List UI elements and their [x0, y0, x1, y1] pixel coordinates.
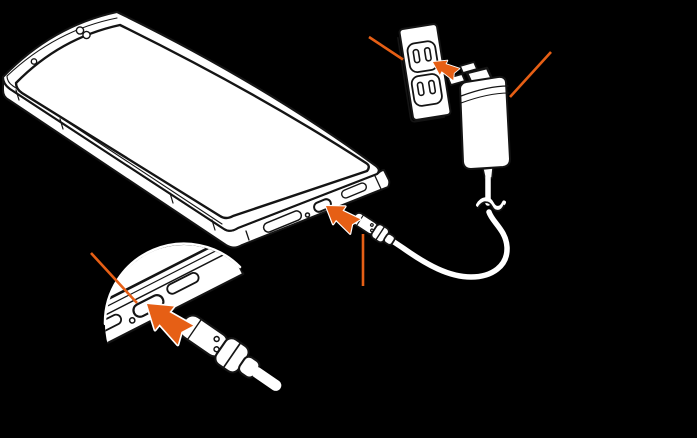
- ac-adapter: [447, 61, 511, 179]
- outlet-socket-bottom: [410, 73, 443, 107]
- adapter-seam: [460, 85, 509, 97]
- socket-slot: [423, 47, 432, 62]
- bottom-seam: [374, 175, 382, 190]
- inset-screen-edge: [105, 245, 227, 323]
- usb-cable: [391, 174, 510, 280]
- adapter-prong: [459, 61, 478, 74]
- plug-collar-seam: [222, 341, 242, 369]
- inset-bottom-slot: [166, 271, 200, 295]
- cable-stub: [251, 366, 282, 391]
- phone-bezel-line: [6, 17, 223, 225]
- phone-screen: [14, 23, 370, 220]
- plug-tip-seam: [187, 319, 202, 340]
- inset-corner-seam: [75, 329, 89, 353]
- side-seam: [59, 118, 64, 130]
- adapter-prong: [447, 73, 466, 86]
- socket-slot: [416, 81, 425, 97]
- front-camera-icon: [82, 30, 91, 40]
- socket-slot: [412, 48, 421, 64]
- adapter-cable-collar: [482, 167, 494, 179]
- callout-line-adapter: [509, 51, 552, 98]
- callout-lines: [90, 35, 552, 304]
- cable-segment: [391, 209, 510, 280]
- inset-band-line: [105, 250, 233, 334]
- side-seam: [15, 89, 20, 101]
- mic-hole-icon: [304, 212, 311, 218]
- speaker-slot: [262, 210, 303, 233]
- sensor-dot-icon: [30, 58, 38, 65]
- inset-band-line: [105, 245, 229, 328]
- adapter-body: [459, 75, 511, 170]
- front-camera-icon: [75, 26, 85, 35]
- socket-slot: [428, 79, 437, 95]
- inset-speaker-slot: [105, 313, 123, 339]
- phone-illustration: [1, 10, 391, 249]
- plug-dot: [370, 228, 374, 233]
- outlet-plate-side: [397, 37, 446, 123]
- plug-neck: [383, 232, 396, 246]
- callout-line-port: [90, 252, 138, 304]
- side-seam: [169, 192, 174, 204]
- inset-circle-arc: [103, 242, 242, 326]
- cable-break-mark: [476, 197, 506, 210]
- plug-dot: [213, 335, 220, 343]
- plug-dot: [213, 346, 220, 353]
- adapter-seam: [460, 92, 510, 104]
- side-seam: [211, 219, 216, 231]
- wall-outlet: [397, 23, 452, 123]
- callout-line-outlet: [368, 35, 404, 61]
- corner-seam: [245, 230, 250, 241]
- usb-type-c-plug: [351, 212, 396, 246]
- plug-collar-seam: [375, 225, 386, 241]
- outlet-socket-top: [406, 40, 439, 74]
- bottom-slot: [340, 182, 368, 199]
- plug-dot: [369, 223, 374, 227]
- inset-mic-hole-icon: [128, 316, 136, 324]
- cable-break-mark-line: [477, 201, 505, 212]
